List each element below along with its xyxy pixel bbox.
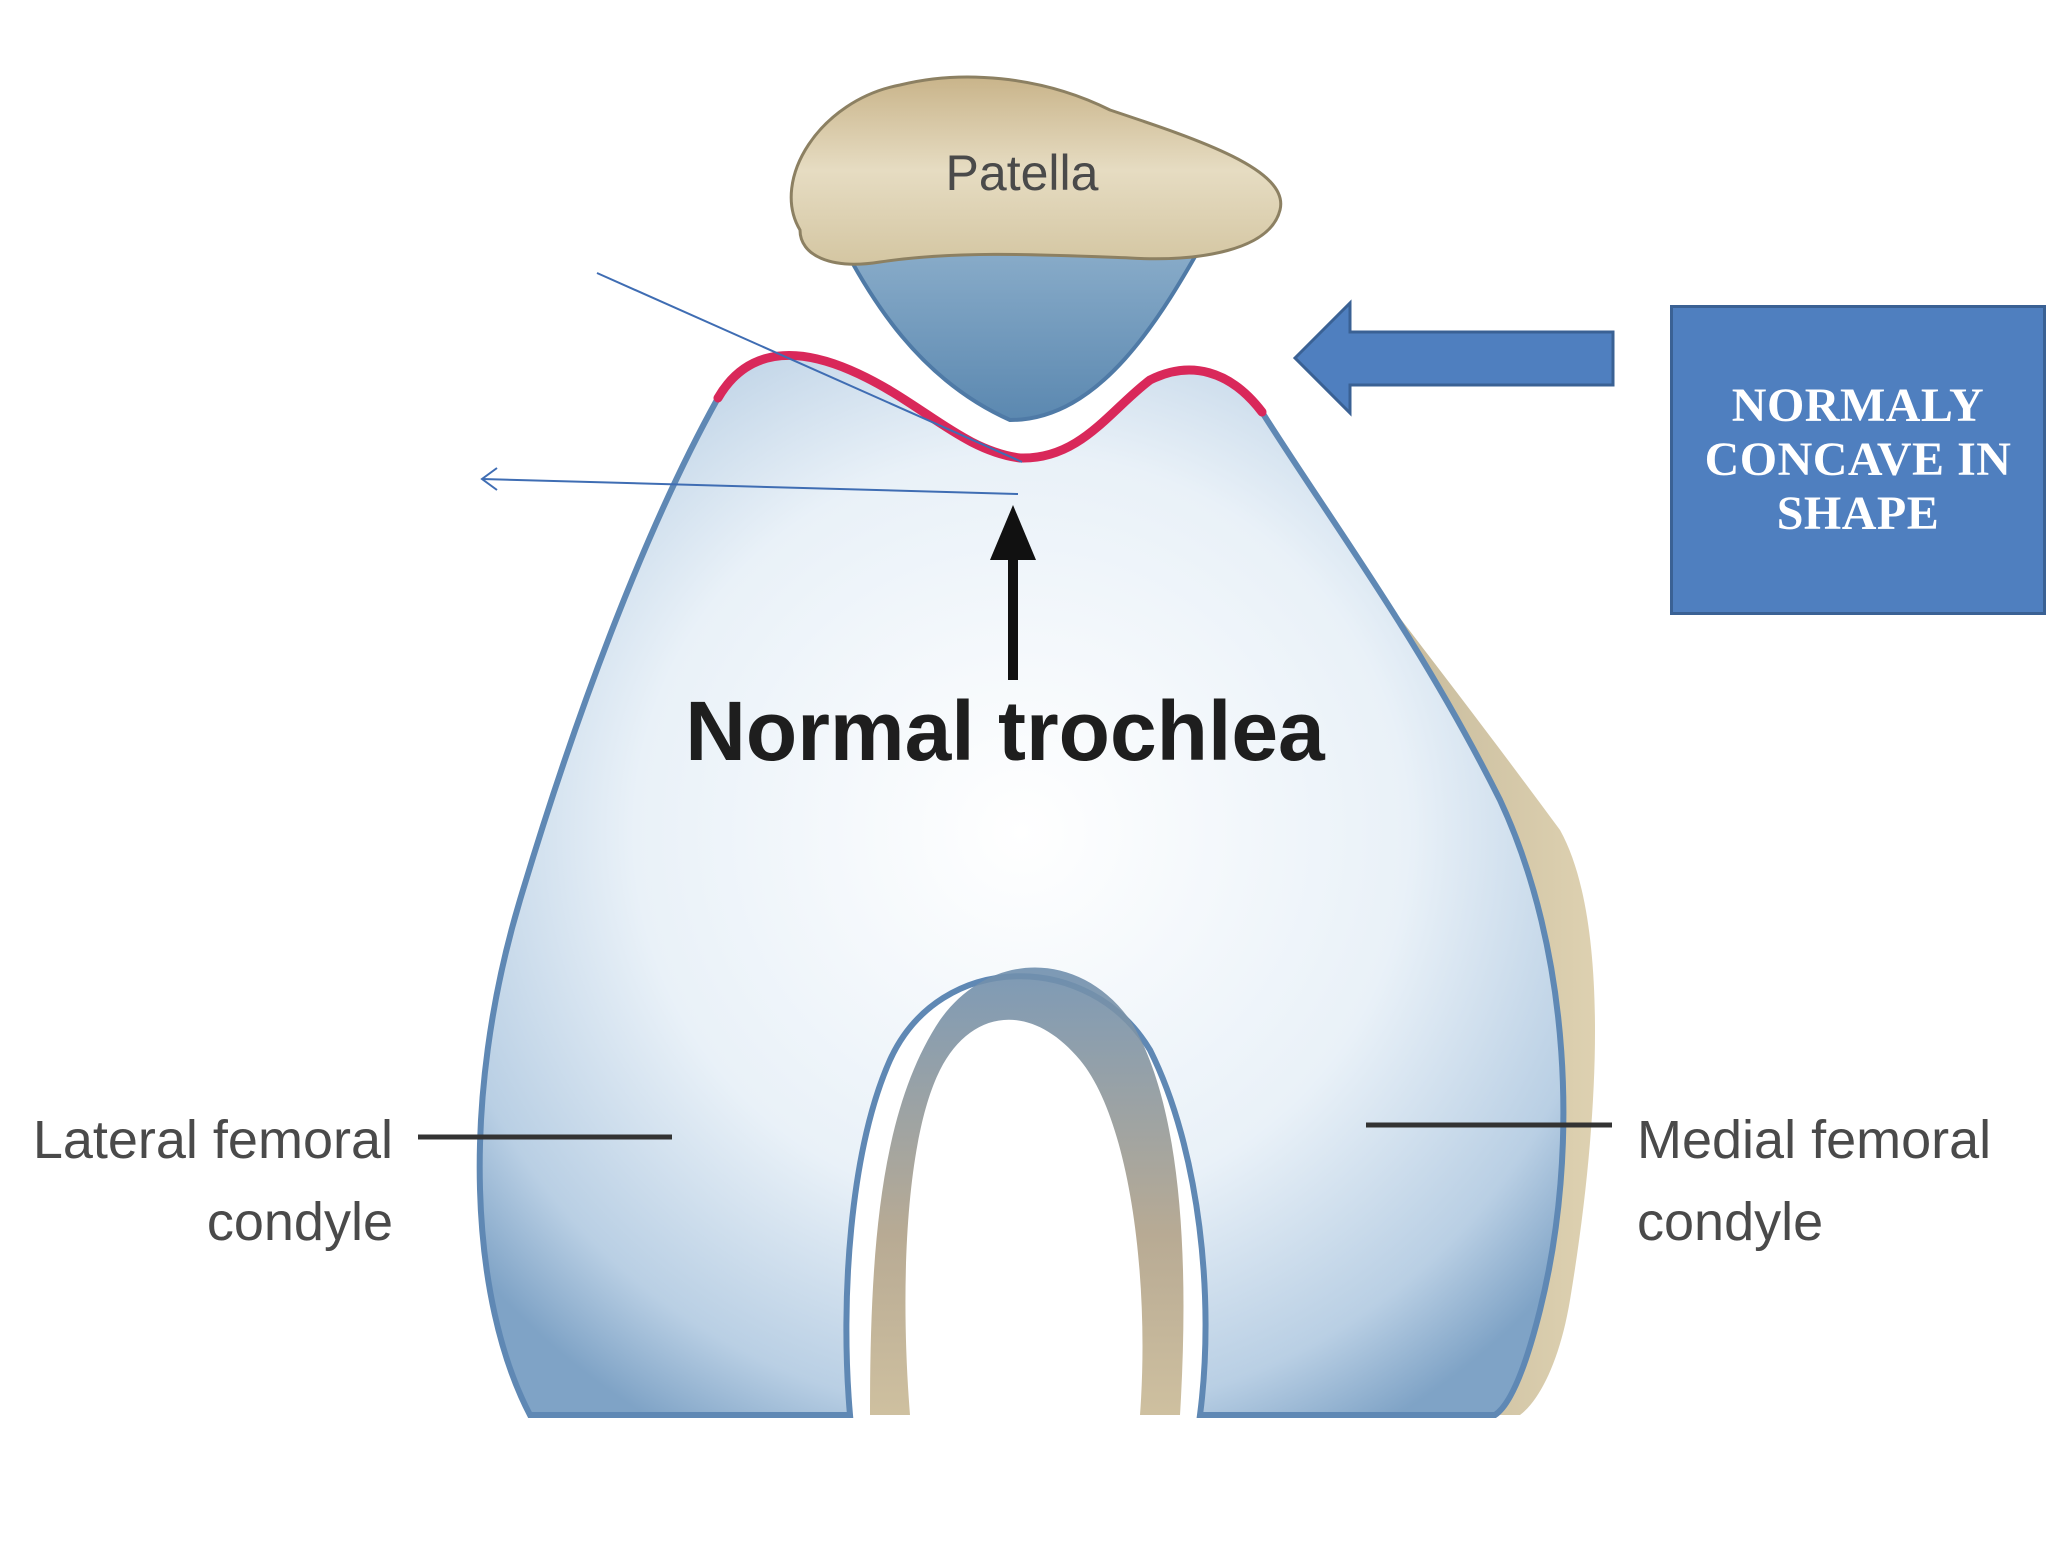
callout-line-3: SHAPE [1776, 486, 1940, 540]
annotation-diagonal-line [596, 272, 1023, 463]
notch-opening [913, 1046, 1137, 1415]
normal-trochlea-label: Normal trochlea [685, 684, 1326, 778]
lateral-condyle-label-line2: condyle [207, 1192, 393, 1252]
concave-callout-arrow-shape [1292, 299, 1615, 417]
callout-line-1: NORMALY [1731, 379, 1985, 433]
annotation-horizontal-line [481, 478, 1019, 495]
medial-condyle-label-line2: condyle [1637, 1192, 1823, 1252]
trochlea-arrow-head [990, 505, 1036, 560]
annotation-arrowhead [480, 467, 498, 491]
callout-line-2: CONCAVE IN [1704, 433, 2012, 487]
patella-articular [831, 228, 1214, 423]
medial-condyle-label-line1: Medial femoral [1637, 1110, 1991, 1170]
concave-shape-callout: NORMALY CONCAVE IN SHAPE [1670, 305, 2046, 615]
trochlea-outline [713, 351, 1267, 463]
lateral-condyle-label-line1: Lateral femoral [33, 1110, 393, 1170]
intercondylar-notch [870, 967, 1184, 1415]
patella-bone [789, 75, 1283, 266]
patella-label: Patella [946, 145, 1099, 201]
